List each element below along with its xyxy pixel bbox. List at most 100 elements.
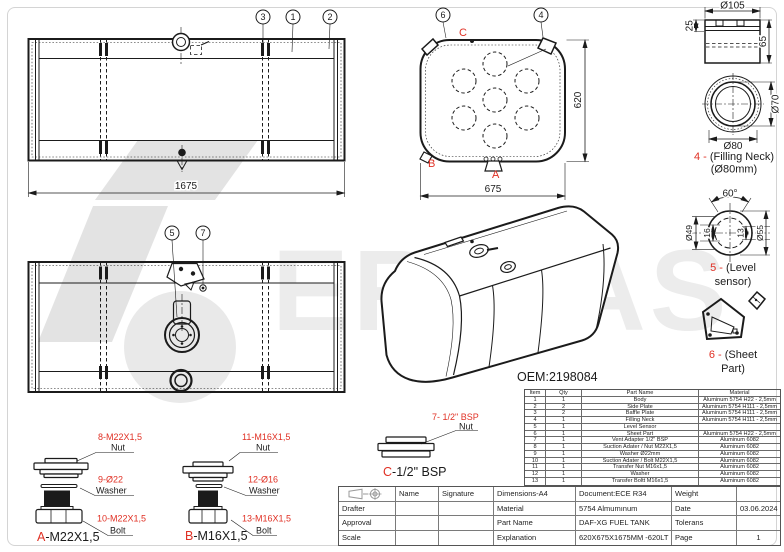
svg-text:9-Ø22: 9-Ø22 <box>98 475 123 485</box>
fastener-a-detail: 8-M22X1,5 Nut 9-Ø22 Washer 10-M22X1,5 Bo… <box>33 432 146 544</box>
filling-neck-sublabel: (Ø80mm) <box>711 164 757 176</box>
dim-neck-80: Ø80 <box>724 141 743 152</box>
dim-neck-70: Ø70 <box>771 94 782 113</box>
part-item: 13 <box>525 477 546 485</box>
sensor-mount-bracket <box>166 262 205 291</box>
svg-text:7: 7 <box>200 228 205 238</box>
dim-sensor-13: 13 <box>736 228 746 238</box>
weight-label: Weight <box>672 487 737 502</box>
page-value: 1 <box>756 533 761 543</box>
dim-sensor-16: 16 <box>702 228 712 238</box>
svg-text:Washer: Washer <box>249 486 280 496</box>
rear-view <box>27 261 346 393</box>
part-item: 9 <box>525 450 546 458</box>
material-value: 5754 Almumınum <box>576 501 672 516</box>
date-value: 03.06.2024 <box>737 502 780 516</box>
dim-620: 620 <box>573 91 584 108</box>
part-qty: 1 <box>546 396 582 404</box>
title-block: Name Signature Dimensions-A4 Document:EC… <box>338 486 781 546</box>
scale-label: Scale <box>339 530 396 545</box>
part-material: Aluminum 6082 <box>699 444 780 451</box>
tolerans-value <box>737 516 780 531</box>
label-a: A <box>492 169 500 181</box>
balloon-1: 1 <box>285 9 301 53</box>
fastener-b-title: B-M16X1,5 <box>185 529 248 543</box>
svg-text:8-M22X1,5: 8-M22X1,5 <box>98 432 142 442</box>
part-qty: 1 <box>546 477 582 485</box>
svg-text:6: 6 <box>440 10 445 20</box>
svg-text:Bolt: Bolt <box>110 526 126 536</box>
part-name: Washer Ø22mm <box>582 450 699 458</box>
svg-text:Washer: Washer <box>96 486 127 496</box>
part-qty: 1 <box>546 464 582 471</box>
baffle-weld-ticks <box>99 266 270 379</box>
svg-text:2: 2 <box>327 12 332 22</box>
projection-symbol-icon <box>339 487 396 502</box>
name-header: Name <box>396 487 439 502</box>
svg-text:3: 3 <box>260 12 265 22</box>
dim-neck-105: Ø105 <box>720 1 745 12</box>
fastener-b-detail: 11-M16X1,5 Nut 12-Ø16 Washer 13-M16X1,5 … <box>182 432 291 543</box>
part-qty: 1 <box>546 417 582 424</box>
part-item: 12 <box>525 471 546 478</box>
part-item: 8 <box>525 444 546 451</box>
part-name: Transfer Boltt M16x1,5 <box>582 477 699 485</box>
watermark-logo: ERIKAS <box>38 140 727 403</box>
part-item: 10 <box>525 457 546 465</box>
part-qty: 1 <box>546 430 582 438</box>
material-label: Material <box>494 501 576 516</box>
date-label: Date <box>672 501 737 516</box>
svg-text:10-M22X1,5: 10-M22X1,5 <box>97 514 146 524</box>
part-name: Transfer Nut M16x1,5 <box>582 464 699 471</box>
col-header-qty: Qty <box>546 390 582 397</box>
svg-text:Nut: Nut <box>459 422 474 432</box>
page-label: Page <box>672 530 737 545</box>
weight-value <box>737 487 780 502</box>
part-material: Aluminum 5754 H22 - 2,5mm <box>699 431 780 438</box>
dim-neck-65: 65 <box>758 36 769 48</box>
part-item: 5 <box>525 423 546 431</box>
drain-plug <box>169 368 193 393</box>
part-item: 6 <box>525 430 546 438</box>
dim-sensor-60: 60° <box>722 189 737 200</box>
level-sensor-label: 5 - (Level <box>710 262 756 274</box>
balloon-4: 4 <box>533 7 549 38</box>
part-name: Washer <box>582 471 699 478</box>
approval-signature <box>439 516 494 531</box>
dimensions-label: Dimensions-A4 <box>494 487 576 502</box>
label-c: C <box>459 27 467 39</box>
col-header-material: Material <box>699 390 780 397</box>
svg-text:11-M16X1,5: 11-M16X1,5 <box>242 432 290 442</box>
explanation-label: Explanation <box>494 530 576 545</box>
part-material: Aluminum 5754 H22 - 2,5mm <box>699 397 780 404</box>
mount-bracket-left <box>420 37 440 57</box>
explanation-value: 620X675X1675MM -620LT <box>576 530 672 545</box>
drain-bottom <box>176 145 188 172</box>
partname-value: DAF-XG FUEL TANK <box>576 516 672 531</box>
iso-sensor <box>500 260 516 274</box>
signature-header: Signature <box>439 487 494 502</box>
front-view: 1675 <box>27 27 346 197</box>
part-qty: 1 <box>546 423 582 431</box>
part-name: Vent Adapter 1/2" BSP <box>582 437 699 444</box>
tolerans-label: Tolerans <box>672 516 737 531</box>
svg-text:4: 4 <box>538 10 543 20</box>
balloon-5: 5 <box>164 225 180 318</box>
level-sensor-sublabel: sensor) <box>715 276 752 288</box>
level-sensor-flange <box>164 294 200 353</box>
dim-neck-25: 25 <box>685 20 696 32</box>
part-item: 7 <box>525 437 546 444</box>
part-material: Aluminum 5754 H111 - 2,5mm <box>699 404 780 411</box>
dim-1675: 1675 <box>175 181 198 192</box>
part-material: Aluminum 6082 <box>699 451 780 458</box>
approval-label: Approval <box>339 516 396 531</box>
part-material: Aluminum 6082 <box>699 471 780 478</box>
part-name: Baffle Plate <box>582 410 699 417</box>
svg-text:13-M16X1,5: 13-M16X1,5 <box>242 514 291 524</box>
baffle-holes <box>451 51 540 149</box>
fastener-c-title: C-1/2" BSP <box>383 465 447 479</box>
iso-filler-cap <box>469 244 489 258</box>
part-qty: 2 <box>546 403 582 411</box>
